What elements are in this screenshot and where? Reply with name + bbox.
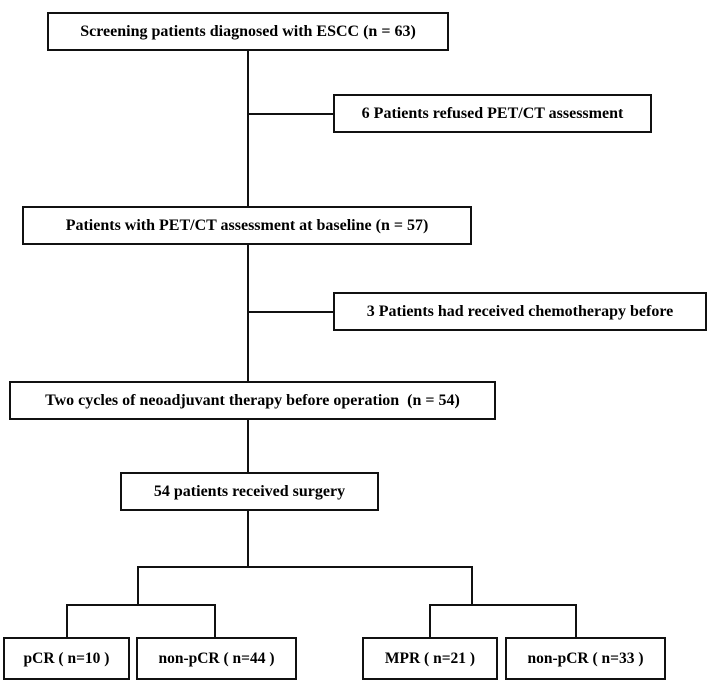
connector-branch-refused: [247, 113, 333, 115]
connector-drop-non-pcr-right: [575, 604, 577, 637]
node-non-pcr-left: non-pCR ( n=44 ): [136, 637, 297, 680]
node-pcr: pCR ( n=10 ): [3, 637, 130, 680]
connector-drop-left-level1: [137, 566, 139, 605]
node-refused-petct: 6 Patients refused PET/CT assessment: [333, 94, 652, 133]
connector-two-cycles-to-surgery: [247, 419, 249, 473]
connector-split-bar-right-level2: [429, 604, 577, 606]
node-non-pcr-right: non-pCR ( n=33 ): [505, 637, 666, 680]
connector-drop-pcr: [66, 604, 68, 637]
connector-split-bar-level1: [137, 566, 473, 568]
node-mpr: MPR ( n=21 ): [362, 637, 498, 680]
connector-branch-prior-chemo: [247, 311, 333, 313]
connector-surgery-to-split: [247, 510, 249, 567]
connector-drop-right-level1: [471, 566, 473, 605]
node-screening: Screening patients diagnosed with ESCC (…: [47, 12, 449, 51]
connector-drop-non-pcr-left: [214, 604, 216, 637]
node-two-cycles-neoadjuvant: Two cycles of neoadjuvant therapy before…: [9, 381, 496, 420]
node-baseline-petct: Patients with PET/CT assessment at basel…: [22, 206, 472, 245]
node-prior-chemotherapy: 3 Patients had received chemotherapy bef…: [333, 292, 707, 331]
connector-split-bar-left-level2: [66, 604, 216, 606]
connector-screening-to-baseline: [247, 50, 249, 206]
connector-baseline-to-two-cycles: [247, 244, 249, 382]
connector-drop-mpr: [429, 604, 431, 637]
node-surgery: 54 patients received surgery: [120, 472, 379, 511]
